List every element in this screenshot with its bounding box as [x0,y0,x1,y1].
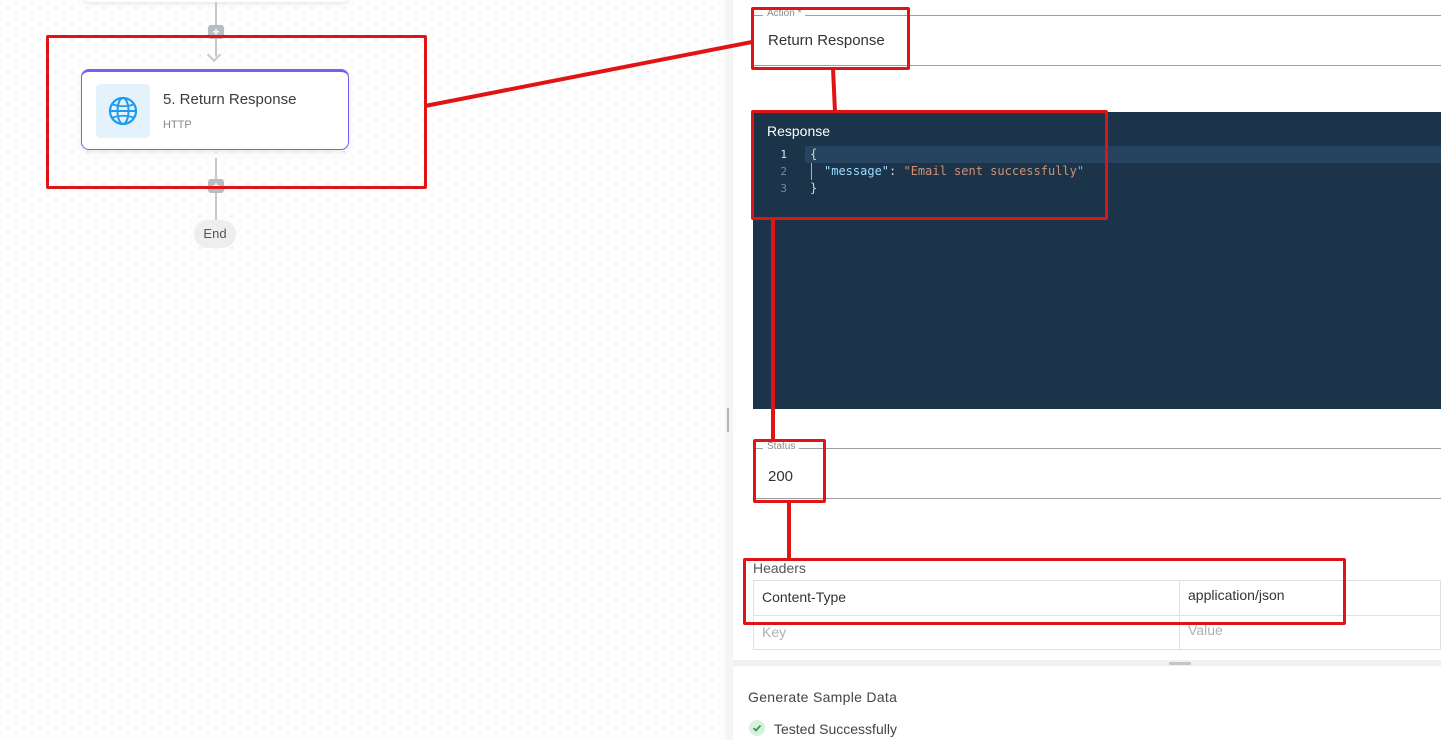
previous-step-card[interactable] [82,0,350,2]
code-text: { [810,147,818,161]
sample-data-section: Generate Sample Data Tested Successfully [733,660,1441,746]
annotation-box-headers [743,558,1346,625]
step-subtitle: HTTP [163,119,192,131]
code-line: 3 } [753,180,1441,197]
action-select[interactable]: Action * Return Response [753,8,1441,66]
annotation-box-action [751,7,910,70]
workflow-canvas[interactable]: + 5. Return Response HTTP + End [0,0,725,740]
header-key-input[interactable]: Content-Type [762,589,847,605]
line-number: 1 [780,148,787,161]
code-text: } [810,181,818,195]
test-status-text: Tested Successfully [774,721,897,737]
headers-table: Content-Type application/json Key Value [753,580,1441,651]
annotation-box-step-node [46,35,427,189]
step-node-return-response[interactable]: 5. Return Response HTTP [81,69,349,150]
step-title: 5. Return Response [163,91,297,108]
annotation-box-response [751,110,1108,220]
end-node: End [194,220,236,248]
indent-guide [811,163,812,180]
line-number: 3 [780,182,787,195]
status-value: 200 [768,468,794,485]
response-editor-title: Response [767,123,831,139]
status-legend: Status [763,441,800,452]
new-header-value-input[interactable]: Value [1188,622,1223,638]
code-line: 2 "message": "Email sent successfully" [753,163,1441,180]
headers-label: Headers [753,560,806,576]
column-divider [1179,581,1180,651]
section-resize-handle[interactable] [1169,662,1191,665]
line-number: 2 [780,165,787,178]
panel-resize-divider[interactable] [725,0,733,740]
json-string: "Email sent successfully" [903,164,1085,178]
header-value-input[interactable]: application/json [1188,587,1285,603]
json-key: "message" [824,164,890,178]
http-icon-box [96,84,150,138]
new-header-key-input[interactable]: Key [762,624,787,640]
code-line: 1 { [753,146,1441,163]
action-legend: Action * [763,8,806,19]
row-divider [754,615,1441,616]
status-field[interactable]: Status 200 [753,441,1441,499]
check-circle-icon [749,720,765,736]
step-settings-panel: Action * Return Response Response 1 { 2 … [733,0,1441,746]
annotation-box-status [753,439,826,503]
globe-icon [108,96,138,126]
active-line-highlight [805,146,1441,163]
json-separator: : [889,164,904,178]
code-text: "message": "Email sent successfully" [824,164,1084,178]
response-code-editor[interactable]: Response 1 { 2 "message": "Email sent su… [753,112,1441,409]
action-value: Return Response [768,32,885,49]
resize-grip[interactable] [727,408,729,432]
sample-data-title: Generate Sample Data [748,689,898,705]
